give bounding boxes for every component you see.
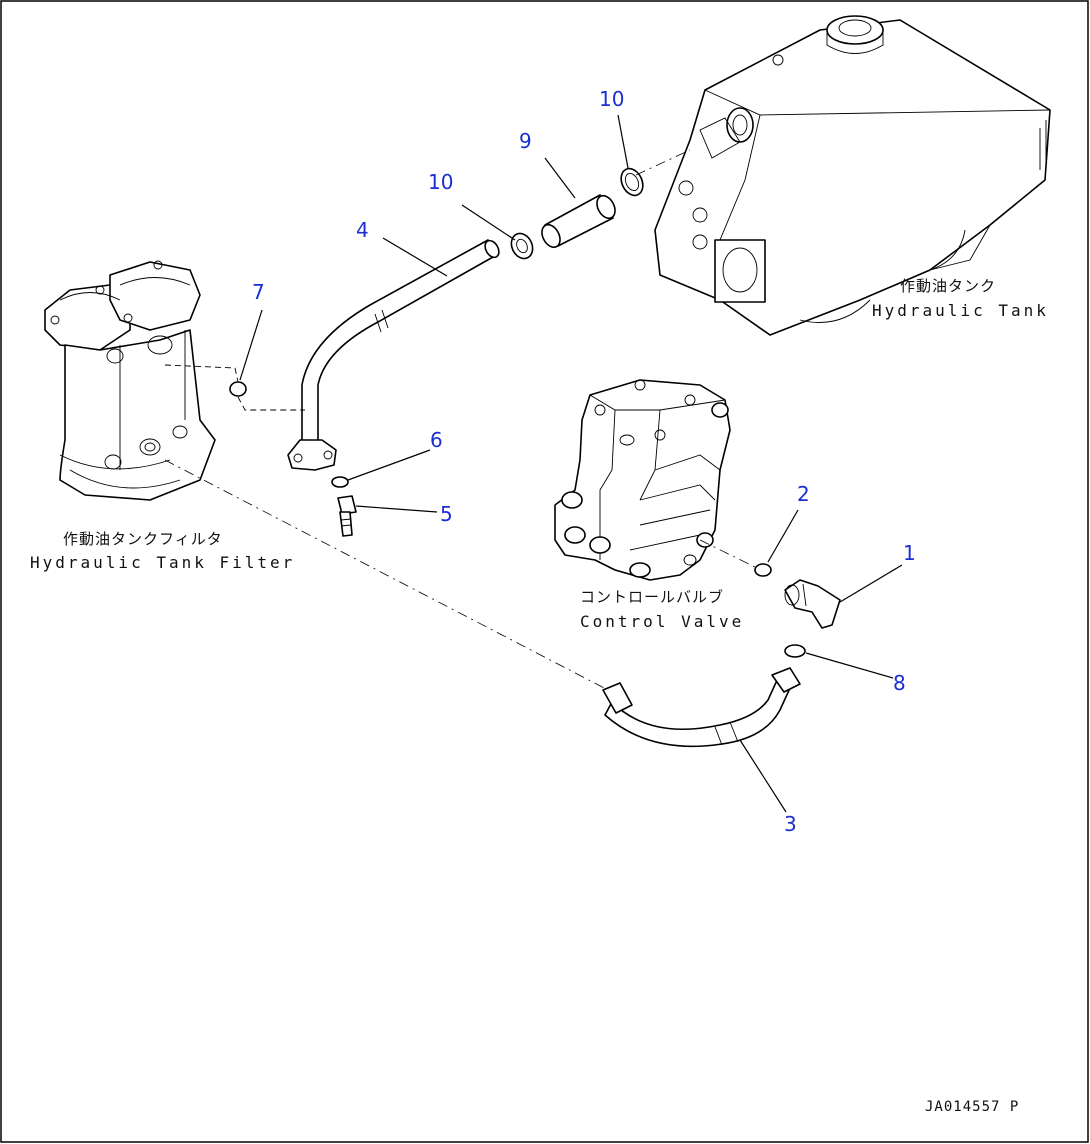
part-5-bolt — [337, 495, 357, 537]
part-6-washer — [331, 476, 349, 488]
hydraulic-tank-drawing — [654, 15, 1051, 336]
part-1-elbow — [784, 579, 841, 629]
hydraulic-tank-label-en: Hydraulic Tank — [872, 301, 1049, 320]
callout-8: 8 — [893, 671, 906, 695]
callout-6: 6 — [430, 428, 443, 452]
part-7-o-ring — [229, 381, 247, 397]
callout-4: 4 — [356, 218, 369, 242]
callout-3: 3 — [784, 812, 797, 836]
part-3-hose — [602, 667, 801, 748]
callout-10-right: 10 — [599, 87, 624, 111]
hydraulic-tank-filter-label-jp: 作動油タンクフィルタ — [63, 530, 223, 548]
callout-2: 2 — [797, 482, 810, 506]
part-2-o-ring — [754, 563, 772, 577]
hydraulic-tank-filter-label-en: Hydraulic Tank Filter — [30, 553, 295, 572]
part-8-o-ring — [784, 644, 806, 658]
callout-5: 5 — [440, 502, 453, 526]
callout-7: 7 — [252, 280, 265, 304]
part-9-hose — [541, 194, 616, 249]
callout-10-left: 10 — [428, 170, 453, 194]
drawing-code: JA014557 P — [925, 1099, 1019, 1115]
part-10-nut-left — [510, 232, 534, 260]
hydraulic-tank-filter-drawing — [44, 260, 216, 501]
callout-9: 9 — [519, 129, 532, 153]
part-10-clamp-right — [620, 167, 644, 197]
callout-1: 1 — [903, 541, 916, 565]
control-valve-drawing — [554, 379, 731, 581]
hydraulic-tank-label-jp: 作動油タンク — [900, 277, 996, 295]
control-valve-label-jp: コントロールバルブ — [580, 588, 724, 606]
part-4-pipe — [287, 239, 500, 471]
control-valve-label-en: Control Valve — [580, 612, 744, 631]
